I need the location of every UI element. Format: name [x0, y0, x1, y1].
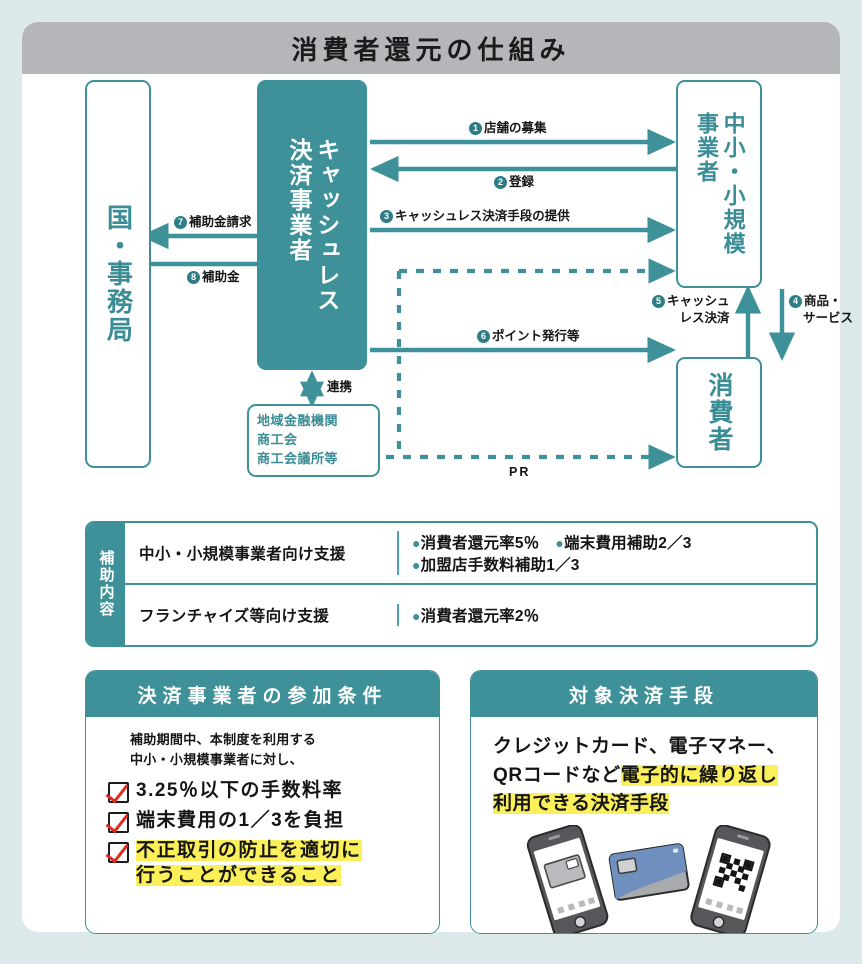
local-org-line-2: 商工会 [257, 431, 298, 447]
subsidy-value-line: ●消費者還元率5％●端末費用補助2／3 [412, 535, 692, 552]
bullet-icon: ● [412, 535, 421, 551]
flow-number-4: 4 [789, 295, 802, 308]
subsidy-row-values: ●消費者還元率5％●端末費用補助2／3 ●加盟店手数料補助1／3 [397, 531, 816, 575]
node-payment-provider-label-2: 決済事業者 [286, 137, 312, 263]
flow-number-3: 3 [380, 210, 393, 223]
diagram-arrows [140, 128, 796, 470]
node-government-label: 国・事務局 [103, 204, 134, 344]
node-merchant-label-1: 中小・小規模 [720, 112, 746, 256]
smartphone-card-icon [526, 825, 609, 933]
flow-label-pr: PR [509, 465, 531, 479]
node-consumer-label: 消費者 [705, 372, 733, 453]
payment-devices-illustration [526, 825, 771, 933]
condition-text: 不正取引の防止を適切に 行うことができること [136, 839, 362, 887]
flow-number-5: 5 [652, 295, 665, 308]
list-item: 3.25％以下の手数料率 [108, 778, 439, 804]
node-merchant: 中小・小規模 事業者 [676, 80, 762, 288]
list-item: 不正取引の防止を適切に 行うことができること [108, 838, 439, 889]
checkbox-checked-icon [108, 841, 129, 863]
conditions-list: 3.25％以下の手数料率 端末費用の1／3を負担 不正取引の防止を適切に 行うこ… [108, 778, 439, 889]
title-bar: 消費者還元の仕組み [22, 22, 840, 74]
payment-methods-body: クレジットカード、電子マネー、 QRコードなど電子的に繰り返し 利用できる決済手… [493, 736, 787, 814]
table-row: 中小・小規模事業者向け支援 ●消費者還元率5％●端末費用補助2／3 ●加盟店手数… [125, 523, 816, 585]
node-local-organizations: 地域金融機関 商工会 商工会議所等 [247, 404, 380, 477]
smartphone-qr-icon [690, 825, 771, 933]
main-card: 消費者還元の仕組み [22, 22, 853, 934]
subsidy-table-side-label: 補助内容 [87, 523, 125, 645]
node-merchant-label-2: 事業者 [694, 112, 719, 184]
payment-methods-card: 対象決済手段 クレジットカード、電子マネー、 QRコードなど電子的に繰り返し 利… [470, 670, 818, 934]
condition-text: 端末費用の1／3を負担 [136, 809, 345, 831]
flow-number-2: 2 [494, 176, 507, 189]
checkbox-checked-icon [108, 782, 129, 804]
participation-conditions-card: 決済事業者の参加条件 補助期間中、本制度を利用する 中小・小規模事業者に対し、 … [85, 670, 440, 934]
flow-number-8: 8 [187, 271, 200, 284]
flow-number-6: 6 [477, 330, 490, 343]
credit-card-icon [608, 843, 690, 901]
local-org-line-3: 商工会議所等 [257, 450, 339, 466]
page-title: 消費者還元の仕組み [291, 34, 571, 65]
subsidy-row-name: フランチャイズ等向け支援 [139, 608, 330, 625]
table-row: フランチャイズ等向け支援 ●消費者還元率2％ [125, 585, 816, 645]
node-consumer: 消費者 [676, 357, 762, 468]
local-org-line-1: 地域金融機関 [257, 413, 339, 428]
node-government: 国・事務局 [85, 80, 151, 468]
subsidy-table: 補助内容 中小・小規模事業者向け支援 ●消費者還元率5％●端末費用補助2／3 ●… [85, 521, 818, 647]
participation-conditions-lead: 補助期間中、本制度を利用する 中小・小規模事業者に対し、 [130, 732, 317, 768]
flow-label-cooperation: 連携 [327, 380, 353, 394]
subsidy-value-line: ●消費者還元率2％ [412, 608, 540, 625]
flow-number-7: 7 [174, 216, 187, 229]
flow-diagram: 国・事務局 キャッシュレス 決済事業者 中小・小規模 事業者 消費者 地域金融機… [22, 74, 853, 494]
node-payment-provider: キャッシュレス 決済事業者 [257, 80, 367, 370]
subsidy-row-name: 中小・小規模事業者向け支援 [139, 546, 346, 563]
payment-methods-header: 対象決済手段 [471, 671, 817, 717]
bullet-icon: ● [555, 535, 565, 551]
bullet-icon: ● [412, 608, 421, 624]
list-item: 端末費用の1／3を負担 [108, 808, 439, 834]
participation-conditions-header: 決済事業者の参加条件 [86, 671, 439, 717]
flow-number-1: 1 [469, 122, 482, 135]
subsidy-value-line: ●加盟店手数料補助1／3 [412, 557, 580, 574]
checkbox-checked-icon [108, 811, 129, 833]
bullet-icon: ● [412, 557, 421, 573]
condition-text: 3.25％以下の手数料率 [136, 780, 343, 802]
subsidy-row-values: ●消費者還元率2％ [397, 604, 816, 626]
node-payment-provider-label-1: キャッシュレス [313, 137, 340, 313]
